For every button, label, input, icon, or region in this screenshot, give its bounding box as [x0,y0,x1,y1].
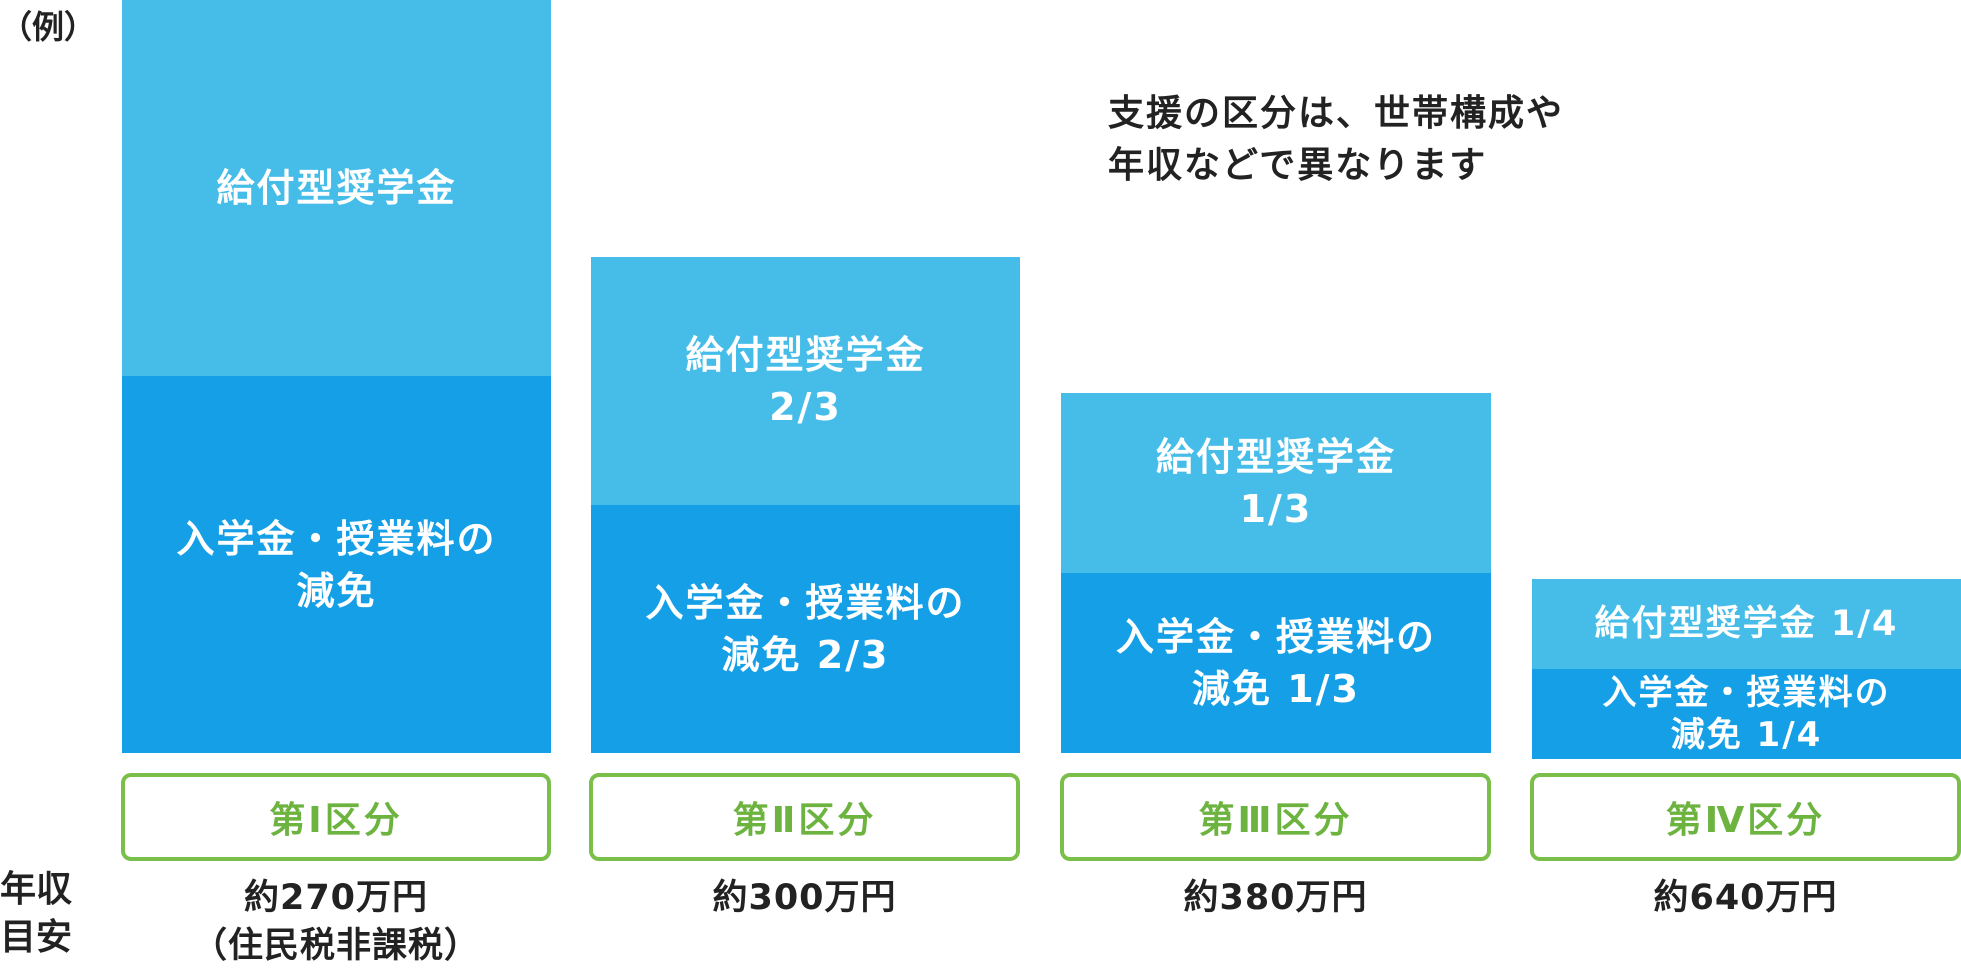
income-label-3: 約380万円 [1060,874,1491,922]
income-value-4: 約640万円 [1653,878,1838,918]
tuition-label-2: 入学金・授業料の [645,581,966,625]
grant-label-2: 給付型奨学金 [685,333,926,377]
income-side-label-2: 目安 [0,917,73,958]
category-box-4: 第Ⅳ区分 [1530,773,1961,861]
example-label: （例） [0,8,97,46]
tuition-label-1: 入学金・授業料の [176,516,497,561]
grant-label-3b: 1/3 [1239,487,1313,531]
category-box-3: 第Ⅲ区分 [1060,773,1491,861]
income-label-4: 約640万円 [1530,874,1961,922]
note-text: 支援の区分は、世帯構成や 年収などで異なります [1108,88,1564,192]
category-box-2: 第Ⅱ区分 [589,773,1020,861]
tuition-label-4: 入学金・授業料の [1602,673,1891,713]
category-box-1: 第Ⅰ区分 [121,773,551,861]
category-label-2: 第Ⅱ区分 [732,800,877,841]
tuition-label-2b: 減免 2/3 [721,633,890,677]
income-side-label-1: 年収 [0,869,73,910]
income-value-3: 約380万円 [1183,878,1368,918]
grant-block-3: 給付型奨学金 1/3 [1061,393,1491,573]
tuition-block-4: 入学金・授業料の 減免 1/4 [1532,669,1961,759]
note-line-1: 支援の区分は、世帯構成や [1108,93,1565,134]
grant-block-1: 給付型奨学金 [122,0,551,376]
income-label-2: 約300万円 [589,874,1020,922]
category-label-4: 第Ⅳ区分 [1665,800,1826,841]
grant-block-2: 給付型奨学金 2/3 [591,257,1020,505]
grant-label-2b: 2/3 [769,385,842,429]
grant-label-1: 給付型奨学金 [216,166,457,210]
income-value-2: 約300万円 [712,878,897,918]
tuition-label-3b: 減免 1/3 [1191,667,1360,711]
grant-block-4: 給付型奨学金 1/4 [1532,579,1961,669]
tuition-block-2: 入学金・授業料の 減免 2/3 [591,505,1020,753]
grant-label-3: 給付型奨学金 [1155,435,1396,479]
income-value-1: 約270万円 [243,878,429,918]
tuition-block-1: 入学金・授業料の 減免 [122,376,551,753]
tuition-label-1b: 減免 [296,568,377,613]
income-side-label: 年収 目安 [0,866,72,962]
grant-label-4: 給付型奨学金 1/4 [1594,604,1899,644]
tuition-block-3: 入学金・授業料の 減免 1/3 [1061,573,1491,753]
income-note-1: （住民税非課税） [191,926,480,966]
category-label-1: 第Ⅰ区分 [269,800,403,841]
note-line-2: 年収などで異なります [1108,145,1488,186]
category-label-3: 第Ⅲ区分 [1198,800,1353,841]
tuition-label-3: 入学金・授業料の [1115,615,1436,659]
tuition-label-4b: 減免 1/4 [1670,715,1823,755]
income-label-1: 約270万円 （住民税非課税） [121,874,551,970]
